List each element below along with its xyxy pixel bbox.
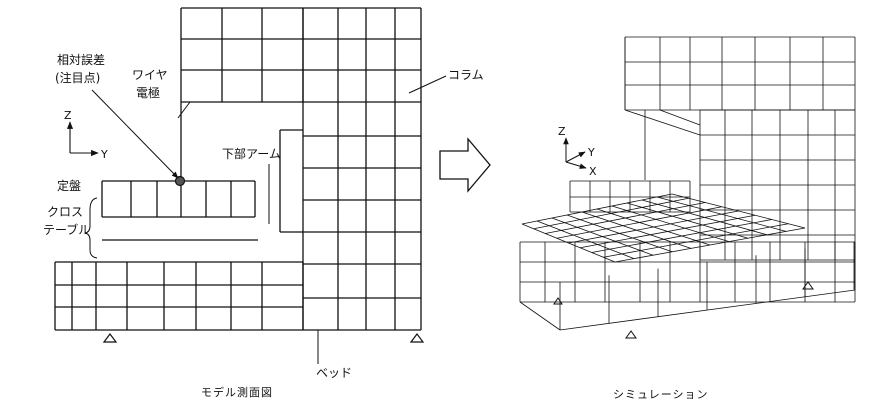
leader-lines (84, 75, 447, 364)
mesh-sim-head (624, 109, 701, 136)
supports (102, 333, 425, 343)
support-left (102, 333, 118, 343)
axes-right (563, 137, 587, 169)
caption-left: モデル測面図 (201, 385, 273, 399)
mesh-sim-table (603, 223, 789, 258)
mesh-sim-bed (519, 301, 561, 331)
support-sim-right (802, 281, 814, 290)
mesh-sim-table (568, 210, 739, 244)
axis-y-label: Y (100, 148, 108, 161)
label-cross-2: テーブル (43, 222, 90, 237)
side-view-model (54, 7, 422, 331)
leader-column (408, 75, 447, 94)
label-surface-plate: 定盤 (57, 178, 81, 193)
supports-right-view (553, 281, 814, 339)
label-electrode: 電極 (136, 85, 160, 100)
mesh-sim-bed (559, 289, 856, 331)
axis-x-label-right: X (589, 165, 597, 178)
attention-point (174, 175, 186, 187)
support-right (409, 333, 425, 343)
mesh-sim-table (556, 206, 722, 239)
label-relative-error-2: (注目点) (55, 70, 100, 85)
transform-arrow-icon (439, 137, 491, 193)
label-cross-1: クロス (47, 205, 83, 219)
mesh-sim-head (659, 109, 701, 126)
label-lower-arm: 下部アーム (222, 146, 281, 161)
label-wire: ワイヤ (132, 68, 168, 82)
leader-wire (177, 101, 191, 119)
mesh-sim-table (521, 193, 673, 225)
leader-relative-error (91, 89, 179, 179)
axis-y-label-right: Y (587, 146, 595, 159)
axes-left (66, 121, 99, 157)
mesh-sim-table (614, 227, 806, 263)
support-sim-mid (625, 330, 637, 339)
support-sim-left (553, 297, 563, 305)
label-bed: ベッド (316, 366, 352, 380)
mesh-sim-table (545, 202, 706, 234)
label-column: コラム (448, 68, 484, 82)
caption-right: シミュレーション (613, 388, 709, 401)
label-relative-error-1: 相対誤差 (57, 52, 105, 67)
brace-cross-table (84, 197, 98, 259)
axis-z-label: Z (64, 109, 72, 122)
axis-z-label-right: Z (558, 125, 566, 138)
mesh-sim-table (533, 197, 689, 230)
simulation-wireframe (519, 36, 856, 331)
mesh-sim-table (591, 219, 772, 253)
